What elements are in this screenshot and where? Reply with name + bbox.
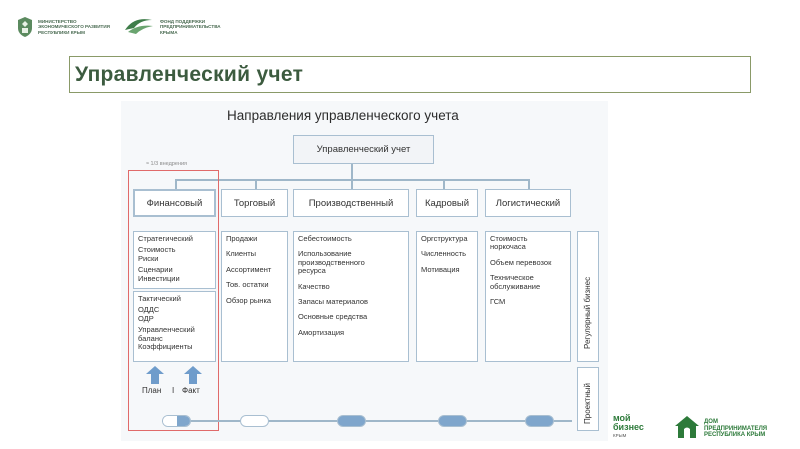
- list-item: Клиенты: [226, 249, 257, 259]
- timeline-marker: [337, 415, 366, 427]
- list-item: Оргструктура: [421, 234, 468, 243]
- list-item: Основные средства: [298, 312, 368, 322]
- timeline-marker: [525, 415, 554, 427]
- list-item: Продажи: [226, 234, 258, 243]
- category-logistics: Логистический: [485, 189, 571, 217]
- list-item: Ассортимент: [226, 264, 272, 274]
- list-item: Мотивация: [421, 264, 460, 274]
- regular-business-label: Регулярный бизнес: [583, 276, 592, 349]
- category-trade: Торговый: [221, 189, 288, 217]
- fund-line-3: КРЫМА: [160, 29, 178, 35]
- list-item: ОДДС: [138, 305, 160, 315]
- house-icon: [675, 416, 699, 438]
- list-item: Запасы материалов: [298, 297, 368, 307]
- drop-prod: [351, 179, 353, 189]
- project-box: Проектный: [577, 367, 599, 431]
- dom-predprinimatelya-logo: ДОМ ПРЕДПРИНИМАТЕЛЯ РЕСПУБЛИКА КРЫМ: [674, 413, 784, 443]
- dom-line-3: РЕСПУБЛИКА КРЫМ: [704, 432, 766, 439]
- category-logistics-label: Логистический: [495, 197, 561, 209]
- list-item: Управленческий: [138, 325, 195, 335]
- ministry-line-2: ЭКОНОМИЧЕСКОГО РАЗВИТИЯ: [38, 24, 110, 30]
- fund-line-2: ПРЕДПРИНИМАТЕЛЬСТВА: [160, 24, 221, 30]
- moy-biznes-line-2: бизнес: [613, 422, 644, 432]
- plan-label: План: [142, 386, 162, 395]
- moy-biznes-line-1: мой: [613, 413, 631, 423]
- list-item: Тактический: [138, 294, 181, 303]
- category-trade-label: Торговый: [233, 197, 276, 209]
- drop-fin: [175, 179, 177, 189]
- list-item: Сценарии: [138, 265, 173, 275]
- category-production: Производственный: [293, 189, 409, 217]
- list-item: Техническое обслуживание: [490, 273, 541, 291]
- list-item: Инвестиции: [138, 273, 180, 283]
- diagram-title: Направления управленческого учета: [227, 108, 459, 123]
- list-item: Стратегический: [138, 234, 193, 243]
- ministry-line-3: РЕСПУБЛИКИ КРЫМ: [38, 29, 85, 35]
- project-label: Проектный: [583, 383, 592, 424]
- category-production-label: Производственный: [308, 197, 394, 209]
- moy-biznes-logo: мой бизнес КРЫМ: [613, 414, 663, 444]
- production-list: Себестоимость Использование производстве…: [293, 231, 409, 362]
- root-box: Управленческий учет: [293, 135, 434, 164]
- list-item: Амортизация: [298, 327, 345, 337]
- ministry-line-1: МИНИСТЕРСТВО: [38, 19, 77, 24]
- hr-list: Оргструктура Численность Мотивация: [416, 231, 478, 362]
- trade-list: Продажи Клиенты Ассортимент Тов. остатки…: [221, 231, 288, 362]
- category-hr: Кадровый: [416, 189, 478, 217]
- drop-trade: [255, 179, 257, 189]
- list-item: Использование производственного ресурса: [298, 249, 365, 276]
- slide-title: Управленческий учет: [75, 63, 304, 86]
- slide-title-bar: Управленческий учет: [69, 56, 751, 93]
- logistics-list: Стоимость норкочаса Объем перевозок Техн…: [485, 231, 571, 362]
- timeline-line: [162, 420, 572, 422]
- timeline-marker: [162, 415, 191, 427]
- list-item: ГСМ: [490, 297, 506, 307]
- implementation-note: ≈ 1/3 внедрения: [146, 161, 188, 167]
- fact-arrow-icon: [184, 366, 202, 384]
- category-hr-label: Кадровый: [424, 197, 470, 209]
- list-item: Обзор рынка: [226, 295, 272, 305]
- list-item: Стоимость норкочаса: [490, 234, 528, 252]
- dom-line-2: ПРЕДПРИНИМАТЕЛЯ: [704, 425, 768, 432]
- list-item: баланс: [138, 333, 163, 343]
- list-item: Риски: [138, 253, 159, 263]
- dom-line-1: ДОМ: [704, 419, 718, 425]
- drop-hr: [443, 179, 445, 189]
- list-item: Объем перевозок: [490, 257, 552, 267]
- list-item: Коэффициенты: [138, 342, 193, 352]
- list-item: Себестоимость: [298, 234, 352, 243]
- financial-highlight-frame: [128, 170, 219, 431]
- list-item: ОДР: [138, 313, 154, 323]
- category-financial-label: Финансовый: [146, 197, 203, 209]
- list-item: Численность: [421, 249, 467, 259]
- root-connector: [351, 164, 353, 180]
- ministry-emblem-icon: [18, 17, 32, 37]
- financial-strategic-list: Стратегический Стоимость Риски Сценарии …: [133, 231, 216, 289]
- drop-log: [528, 179, 530, 189]
- category-financial: Финансовый: [133, 189, 216, 217]
- ministry-logo: МИНИСТЕРСТВО ЭКОНОМИЧЕСКОГО РАЗВИТИЯ РЕС…: [16, 16, 126, 38]
- fund-line-1: ФОНД ПОДДЕРЖКИ: [160, 19, 206, 24]
- financial-tactical-list: Тактический ОДДС ОДР Управленческий бала…: [133, 291, 216, 362]
- list-item: Стоимость: [138, 245, 176, 255]
- fund-logo: ФОНД ПОДДЕРЖКИ ПРЕДПРИНИМАТЕЛЬСТВА КРЫМА: [122, 14, 232, 38]
- timeline-marker: [438, 415, 467, 427]
- plan-arrow-icon: [146, 366, 164, 384]
- plan-fact-separator: I: [172, 386, 175, 395]
- list-item: Тов. остатки: [226, 280, 269, 290]
- fact-label: Факт: [182, 386, 200, 395]
- moy-biznes-line-3: КРЫМ: [613, 433, 627, 438]
- list-item: Качество: [298, 281, 330, 291]
- root-label: Управленческий учет: [316, 144, 411, 155]
- fund-swirl-icon: [125, 19, 153, 34]
- timeline-marker: [240, 415, 269, 427]
- regular-business-box: Регулярный бизнес: [577, 231, 599, 362]
